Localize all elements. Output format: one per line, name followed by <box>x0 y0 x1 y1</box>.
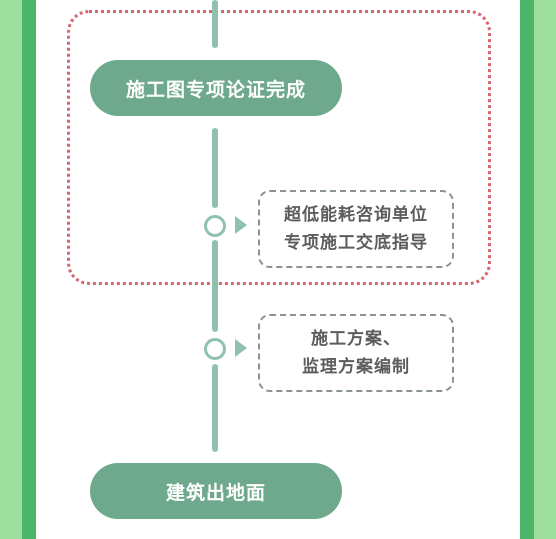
step-pill-bottom: 建筑出地面 <box>90 463 342 519</box>
left-frame-bar <box>22 0 36 539</box>
triangle-arrow-icon <box>235 339 247 357</box>
note-line: 专项施工交底指导 <box>284 233 428 253</box>
highlight-dotted-box <box>67 10 491 285</box>
connector-line <box>212 240 218 332</box>
circle-node-icon <box>204 215 226 237</box>
triangle-arrow-icon <box>235 216 247 234</box>
circle-node-icon <box>204 338 226 360</box>
right-frame-bar <box>520 0 534 539</box>
connector-line <box>212 364 218 452</box>
note-line: 监理方案编制 <box>302 357 410 377</box>
note-box-consulting: 超低能耗咨询单位 专项施工交底指导 <box>258 190 454 268</box>
note-line: 施工方案、 <box>311 329 401 349</box>
step-pill-top: 施工图专项论证完成 <box>90 60 342 116</box>
step-pill-label: 施工图专项论证完成 <box>125 78 306 101</box>
connector-line <box>212 0 218 48</box>
connector-line <box>212 128 218 208</box>
note-box-plans: 施工方案、 监理方案编制 <box>258 314 454 392</box>
step-pill-label: 建筑出地面 <box>165 481 266 504</box>
note-line: 超低能耗咨询单位 <box>284 205 428 225</box>
